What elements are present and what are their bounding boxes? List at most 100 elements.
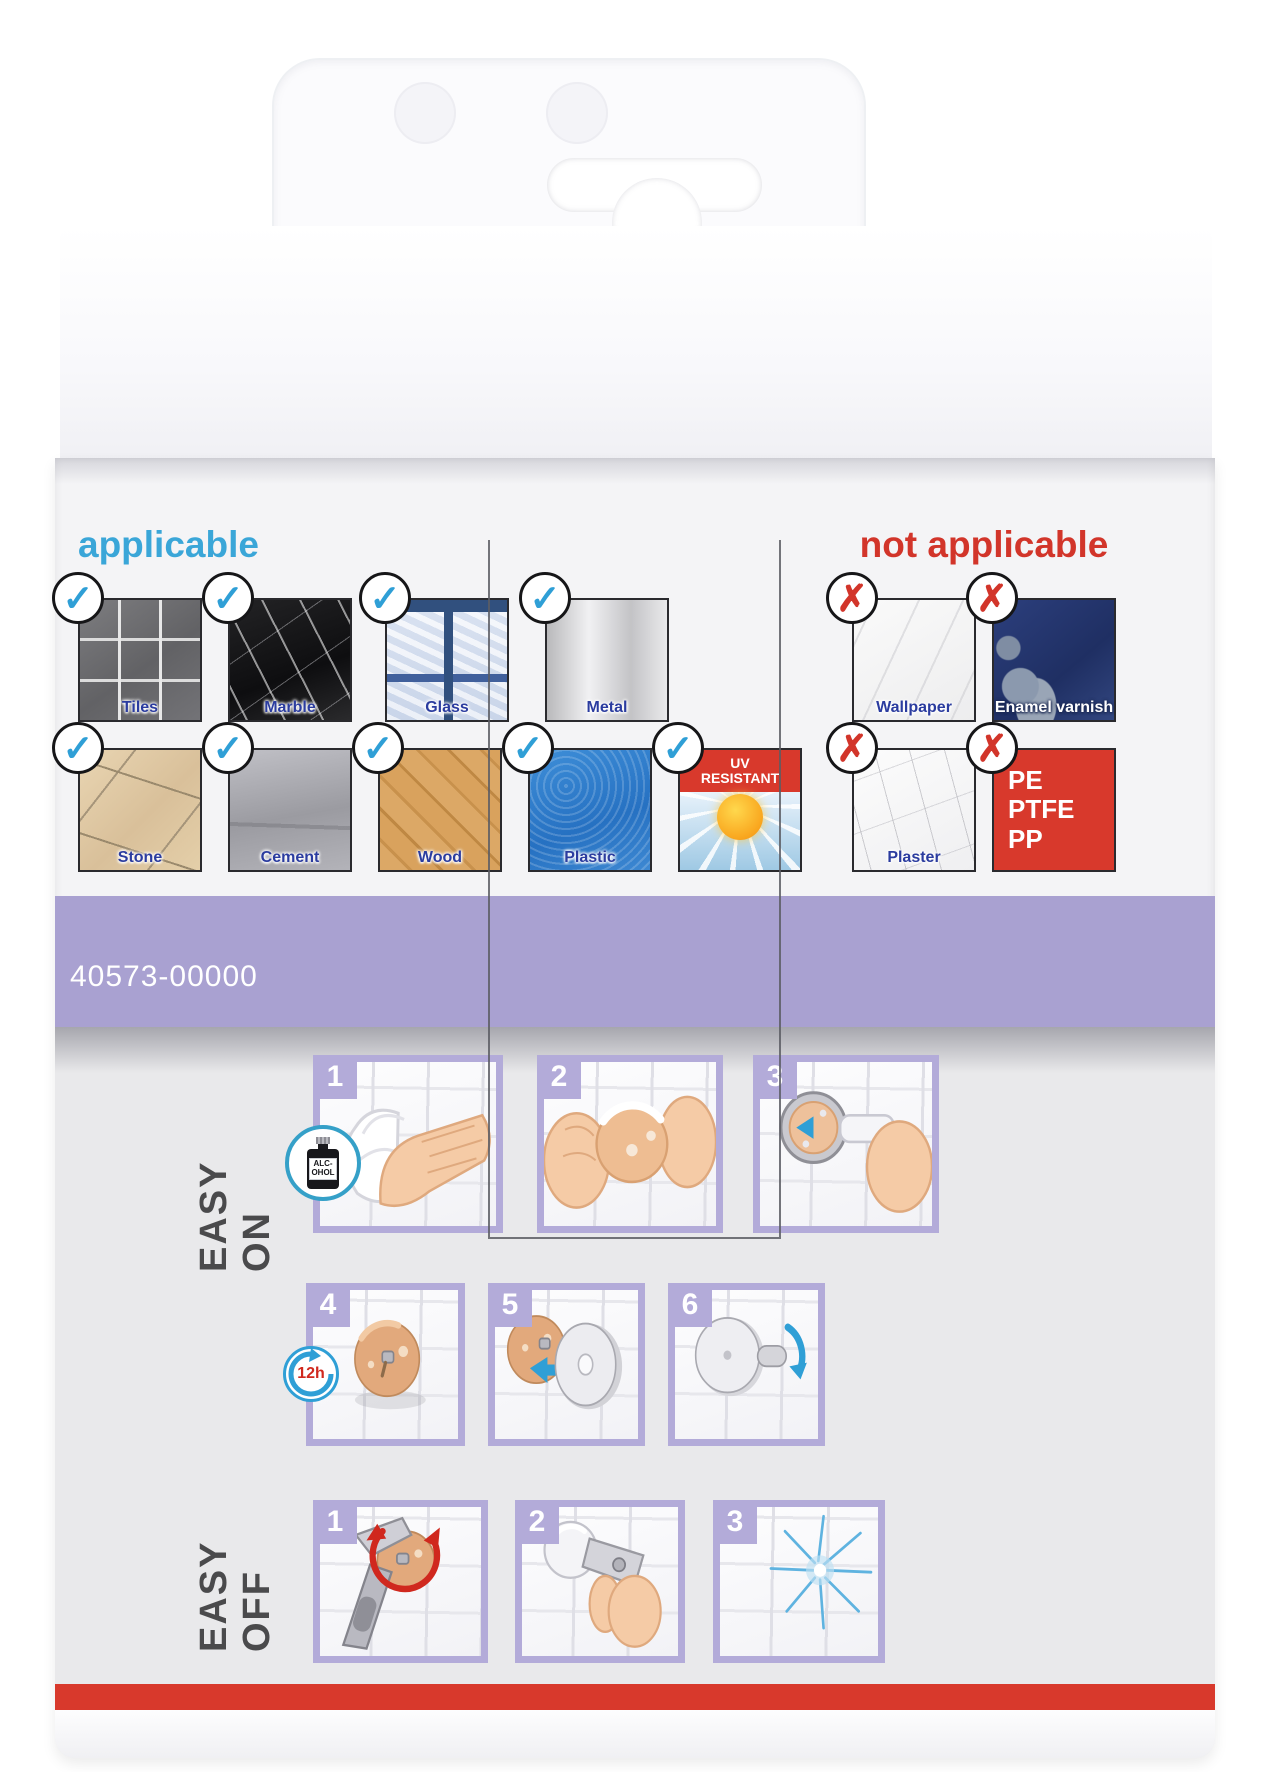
alcohol-label-line1: ALC- — [313, 1159, 333, 1169]
step-number-badge: 1 — [313, 1055, 357, 1099]
x-icon: ✗ — [826, 722, 878, 774]
surface-tile-wood: ✓ Wood — [352, 722, 502, 872]
plaster-swatch — [852, 748, 976, 872]
step-number-badge: 5 — [488, 1283, 532, 1327]
wait-12h-text: 12h — [297, 1365, 325, 1382]
check-icon: ✓ — [202, 722, 254, 774]
surface-tile-metal: ✓ Metal — [519, 572, 669, 722]
uv-resistant-swatch: UV RESISTANT — [678, 748, 802, 872]
step-number: 3 — [766, 1060, 784, 1093]
surface-label: Metal — [586, 699, 628, 716]
hanger-mold-circle — [546, 82, 608, 144]
surface-tile-marble: ✓ Marble — [202, 572, 352, 722]
easy-on-label: EASY ON — [193, 1112, 278, 1272]
bottle-cap — [316, 1137, 330, 1144]
surface-label: Enamel varnish — [994, 699, 1114, 716]
check-icon: ✓ — [52, 722, 104, 774]
tiles-swatch — [78, 598, 202, 722]
check-icon: ✓ — [652, 722, 704, 774]
bottle-body: ALC- OHOL — [307, 1149, 339, 1189]
check-icon: ✓ — [502, 722, 554, 774]
polymer-line-pp: PP — [1008, 823, 1043, 854]
x-icon: ✗ — [966, 722, 1018, 774]
footer-red-band — [55, 1684, 1215, 1710]
uv-resistant-tile: UV RESISTANT ✓ — [652, 722, 802, 872]
x-glyph: ✗ — [976, 577, 1008, 619]
step-number: 1 — [326, 1505, 344, 1538]
plastic-swatch — [528, 748, 652, 872]
x-icon: ✗ — [826, 572, 878, 624]
check-glyph: ✓ — [512, 727, 544, 769]
surface-label: Plaster — [887, 849, 941, 866]
easy-off-step-1-panel: 1 — [313, 1500, 488, 1663]
step-number: 3 — [726, 1505, 744, 1538]
article-number: 40573-00000 — [70, 960, 258, 993]
step-number: 5 — [501, 1288, 519, 1321]
easy-off-label: EASY OFF — [193, 1488, 278, 1652]
easy-on-step-3-panel: 3 — [753, 1055, 939, 1233]
x-icon: ✗ — [966, 572, 1018, 624]
glass-swatch — [385, 598, 509, 722]
surface-tile-polymers: PE PTFE PP ✗ — [966, 722, 1116, 872]
metal-swatch — [545, 598, 669, 722]
polymer-line-ptfe: PTFE — [1008, 794, 1075, 825]
easy-on-step-5-panel: 5 — [488, 1283, 645, 1446]
easy-off-step-2-panel: 2 — [515, 1500, 685, 1663]
bottle-neck — [318, 1144, 328, 1149]
alcohol-bottle-icon: ALC- OHOL — [307, 1137, 339, 1189]
alcohol-label-line2: OHOL — [311, 1168, 335, 1177]
surface-label: Plastic — [564, 849, 616, 866]
step-number-badge: 2 — [537, 1055, 581, 1099]
check-glyph: ✓ — [529, 577, 561, 619]
check-glyph: ✓ — [662, 727, 694, 769]
check-icon: ✓ — [519, 572, 571, 624]
top-fold-shadow — [55, 458, 1215, 484]
applicable-heading: applicable — [78, 524, 259, 565]
sun-icon — [717, 794, 763, 840]
step2-hold-adhesive-plate-illustration — [544, 1062, 716, 1226]
cement-swatch — [228, 748, 352, 872]
surface-label: Wood — [417, 849, 463, 866]
step-number: 1 — [326, 1060, 344, 1093]
surface-tile-wallpaper: ✗ Wallpaper — [826, 572, 976, 722]
surface-tile-cement: ✓ Cement — [202, 722, 352, 872]
check-icon: ✓ — [52, 572, 104, 624]
package-top-face — [60, 226, 1212, 462]
stone-swatch — [78, 748, 202, 872]
enamel-varnish-swatch — [992, 598, 1116, 722]
marble-swatch — [228, 598, 352, 722]
easy-on-step-2-panel: 2 — [537, 1055, 723, 1233]
check-glyph: ✓ — [212, 577, 244, 619]
step-number: 2 — [550, 1060, 568, 1093]
step3-attach-hook-illustration — [760, 1062, 932, 1226]
wood-swatch — [378, 748, 502, 872]
check-icon: ✓ — [359, 572, 411, 624]
wait-12h-icon: 12h — [283, 1346, 339, 1402]
uv-sky — [680, 792, 800, 870]
step-number-badge: 2 — [515, 1500, 559, 1544]
step-number-badge: 4 — [306, 1283, 350, 1327]
step-number-badge: 6 — [668, 1283, 712, 1327]
x-glyph: ✗ — [836, 577, 868, 619]
surface-label: Cement — [260, 849, 320, 866]
polymer-swatch: PE PTFE PP — [992, 748, 1116, 872]
check-glyph: ✓ — [62, 727, 94, 769]
surface-label: Glass — [425, 699, 469, 716]
uv-label-line1: UV — [730, 755, 750, 772]
check-glyph: ✓ — [212, 727, 244, 769]
step-number: 6 — [681, 1288, 699, 1321]
surface-label: Stone — [117, 849, 163, 866]
surface-tile-enamel-varnish: ✗ Enamel varnish — [966, 572, 1116, 722]
check-glyph: ✓ — [369, 577, 401, 619]
step-number: 4 — [319, 1288, 337, 1321]
step-number-badge: 1 — [313, 1500, 357, 1544]
x-glyph: ✗ — [836, 727, 868, 769]
surface-tile-plastic: ✓ Plastic — [502, 722, 652, 872]
step-number: 2 — [528, 1505, 546, 1538]
wallpaper-swatch — [852, 598, 976, 722]
step-number-badge: 3 — [753, 1055, 797, 1099]
surface-tile-glass: ✓ Glass — [359, 572, 509, 722]
bottle-label: ALC- OHOL — [309, 1158, 337, 1180]
check-glyph: ✓ — [362, 727, 394, 769]
easy-off-step-3-panel: 3 — [713, 1500, 885, 1663]
